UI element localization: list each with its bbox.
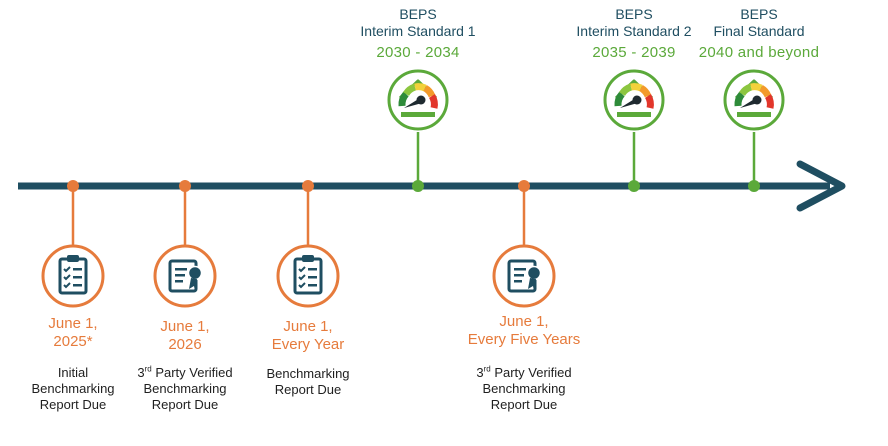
milestone-description: Benchmarking — [266, 366, 350, 381]
milestone-date: 2025* — [53, 333, 93, 350]
milestone-date: Every Five Years — [467, 331, 581, 348]
milestone-date: June 1, — [160, 318, 210, 335]
beps-years: 2040 and beyond — [698, 44, 820, 61]
milestone-description: Benchmarking — [143, 381, 227, 396]
clipboard-checklist-icon — [276, 244, 340, 308]
milestone-description: Benchmarking — [31, 381, 115, 396]
beps-label-final: BEPS Final Standard 2040 and beyond — [689, 6, 829, 62]
building-performance-gauge-icon — [605, 71, 663, 129]
milestone-date: 2026 — [168, 336, 202, 353]
beps-title: BEPS — [399, 6, 437, 22]
milestone-every-five-years: June 1, Every Five Years 3rd Party Verif… — [449, 313, 599, 413]
clipboard-checklist-icon — [41, 244, 105, 308]
milestone-description: Report Due — [39, 397, 107, 412]
milestone-initial-benchmarking: June 1, 2025* Initial Benchmarking Repor… — [13, 315, 133, 413]
timeline-dot-green — [628, 180, 640, 192]
timeline-dot-orange — [67, 180, 79, 192]
beps-label-interim-2: BEPS Interim Standard 2 2035 - 2039 — [559, 6, 709, 62]
certificate-icon — [492, 244, 556, 308]
milestone-description: Report Due — [151, 397, 219, 412]
beps-years: 2035 - 2039 — [592, 44, 676, 61]
building-performance-gauge-icon — [389, 71, 447, 129]
timeline-arrowhead — [796, 160, 846, 212]
timeline-dot-orange — [518, 180, 530, 192]
certificate-icon — [153, 244, 217, 308]
milestone-description: Report Due — [274, 382, 342, 397]
milestone-every-year: June 1, Every Year Benchmarking Report D… — [243, 318, 373, 398]
timeline-dot-orange — [302, 180, 314, 192]
milestone-description: Benchmarking — [482, 381, 566, 396]
timeline-dot-green — [748, 180, 760, 192]
beps-subtitle: Interim Standard 1 — [360, 23, 476, 39]
timeline-dot-orange — [179, 180, 191, 192]
milestone-date: June 1, — [48, 315, 98, 332]
milestone-description: Initial — [57, 365, 89, 380]
milestone-verified-2026: June 1, 2026 3rd Party Verified Benchmar… — [120, 318, 250, 413]
beps-title: BEPS — [615, 6, 653, 22]
beps-subtitle: Interim Standard 2 — [576, 23, 692, 39]
milestone-date: June 1, — [283, 318, 333, 335]
milestone-description: 3rd Party Verified — [476, 364, 572, 380]
beps-title: BEPS — [740, 6, 778, 22]
milestone-description: 3rd Party Verified — [137, 364, 233, 380]
milestone-date: June 1, — [499, 313, 549, 330]
beps-label-interim-1: BEPS Interim Standard 1 2030 - 2034 — [348, 6, 488, 62]
milestone-description: Report Due — [490, 397, 558, 412]
milestone-date: Every Year — [271, 336, 345, 353]
building-performance-gauge-icon — [725, 71, 783, 129]
beps-subtitle: Final Standard — [713, 23, 805, 39]
timeline-dot-green — [412, 180, 424, 192]
beps-years: 2030 - 2034 — [376, 44, 460, 61]
